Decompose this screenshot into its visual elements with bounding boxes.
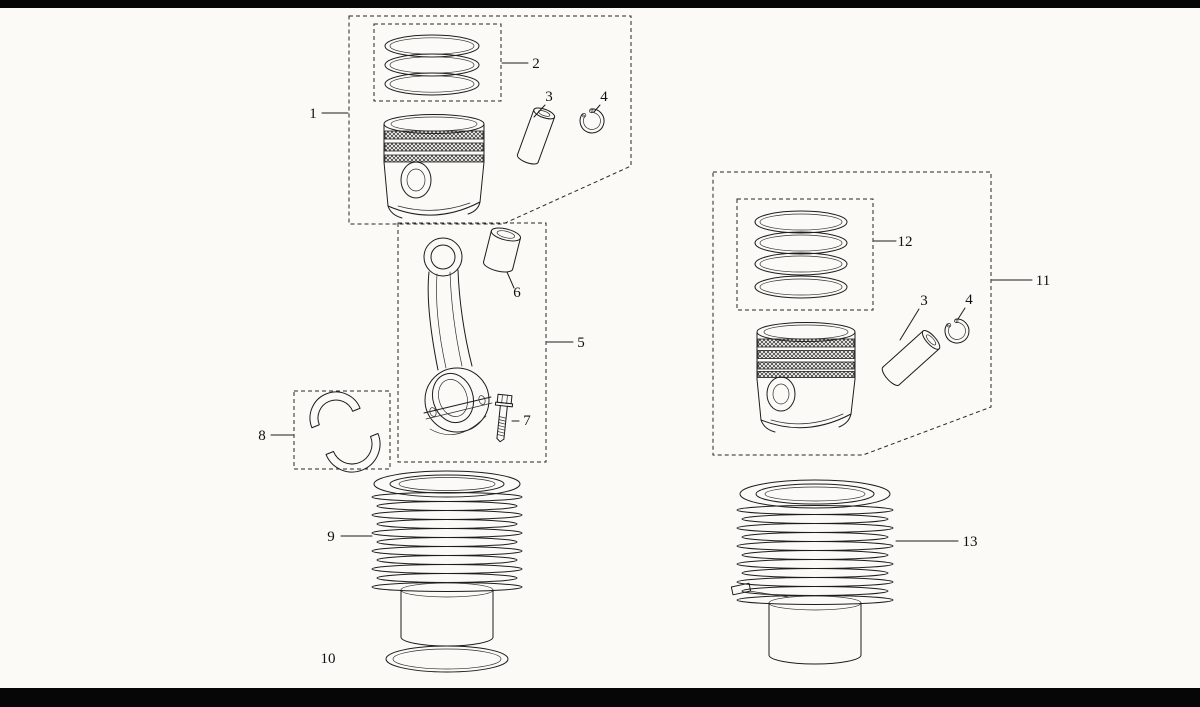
piston-skirt <box>760 413 852 429</box>
piston-pin-right <box>881 330 941 386</box>
callout-4-left: 4 <box>600 89 608 105</box>
small-end-bushing <box>483 227 521 273</box>
cylinder-stud-tab <box>730 582 752 596</box>
wrist-pin-hole <box>406 168 426 192</box>
bearing-shells <box>309 391 381 473</box>
callout-8: 8 <box>258 428 266 444</box>
rod-bolt <box>494 393 514 443</box>
callout-9: 9 <box>327 529 335 545</box>
callout-1: 1 <box>309 106 317 122</box>
piston-right <box>756 322 856 433</box>
cylinder-top-rim <box>739 479 891 509</box>
base-gasket <box>385 645 509 673</box>
cylinder-spigot <box>768 602 862 656</box>
group-box-1 <box>348 15 632 225</box>
piston-rings-left <box>384 34 480 96</box>
callout-7: 7 <box>523 413 531 429</box>
ring-groove <box>384 130 484 140</box>
cylinder-right <box>730 479 894 665</box>
ring-groove <box>384 142 484 152</box>
callout-10: 10 <box>321 651 336 667</box>
cylinder-left <box>371 470 523 647</box>
rod-big-end <box>424 367 490 433</box>
circlip-right <box>944 318 970 344</box>
bottom-border-bar <box>0 688 1200 707</box>
right-piston-assembly <box>712 171 992 665</box>
piston-rings-right <box>754 210 848 299</box>
callout-13: 13 <box>963 534 978 550</box>
leader-line-6 <box>506 271 515 289</box>
leader-line-4-right <box>957 307 966 320</box>
piston-skirt <box>387 201 481 216</box>
callout-2: 2 <box>532 56 540 72</box>
rod-small-end <box>423 237 463 277</box>
bearing-shells-box-8 <box>293 390 391 470</box>
ring-groove <box>757 361 855 370</box>
leader-line-3-right <box>899 308 920 341</box>
callout-3-left: 3 <box>545 89 553 105</box>
ring-groove <box>757 350 855 359</box>
callout-4-right: 4 <box>965 292 973 308</box>
callout-3-right: 3 <box>920 293 928 309</box>
leader-line-4-left <box>593 104 601 113</box>
ring-groove <box>757 338 855 348</box>
wrist-pin-hole <box>772 383 790 405</box>
cylinder-spigot <box>400 589 494 638</box>
cooling-fins <box>736 505 894 605</box>
callout-11: 11 <box>1036 273 1050 289</box>
rings-box-12 <box>736 198 874 311</box>
ring-groove <box>384 154 484 163</box>
left-piston-assembly <box>293 15 632 673</box>
rings-box-2 <box>373 23 502 102</box>
rod-cap <box>429 415 487 436</box>
piston-pin-left <box>516 107 556 165</box>
callout-6: 6 <box>513 285 521 301</box>
group-box-11 <box>712 171 992 456</box>
top-border-bar <box>0 0 1200 8</box>
cylinder-top-rim <box>373 470 521 498</box>
connecting-rod <box>423 237 493 436</box>
callout-12: 12 <box>898 234 913 250</box>
cooling-fins <box>371 492 523 592</box>
wrist-pin-boss <box>400 161 432 199</box>
piston-left <box>383 114 485 219</box>
leader-line-3-left <box>533 104 546 118</box>
callout-5: 5 <box>577 335 585 351</box>
ring-groove <box>757 371 855 378</box>
wrist-pin-boss <box>766 376 796 412</box>
circlip-left <box>579 108 605 134</box>
connecting-rod-box-5 <box>397 222 547 463</box>
callouts: 1 2 3 4 5 6 7 8 9 10 11 12 3 <box>258 56 1050 667</box>
